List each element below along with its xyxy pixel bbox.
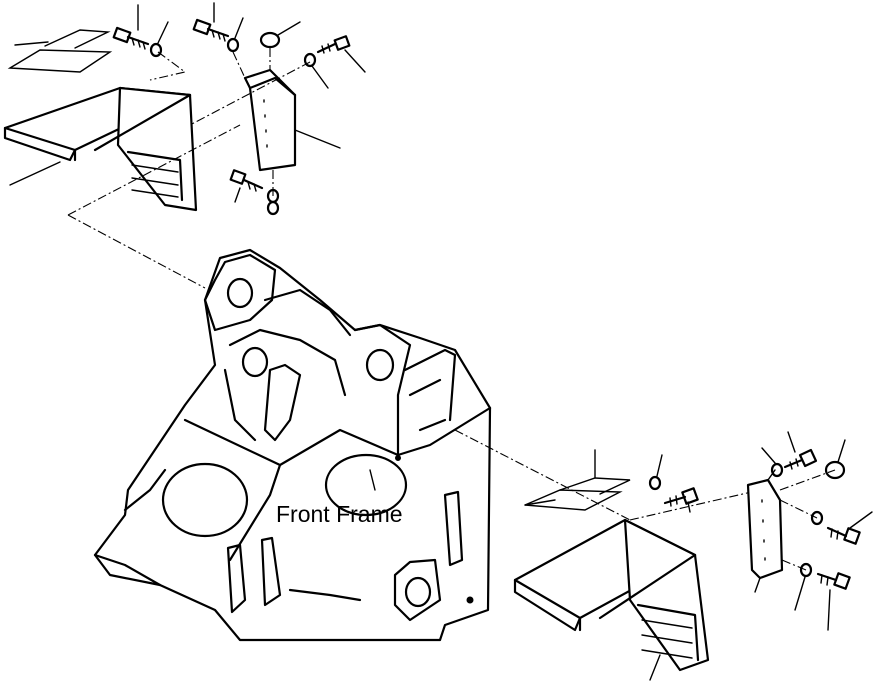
washer-5 [648, 454, 663, 491]
connection-line-9 [629, 489, 761, 521]
right-bracket-plate [746, 469, 836, 593]
connection-line-5 [189, 61, 311, 126]
bolt-8 [816, 572, 851, 631]
bolt-6 [783, 431, 818, 470]
bolt-3 [316, 35, 366, 73]
front-frame-label: Front Frame [276, 501, 403, 527]
washer-1 [149, 21, 169, 58]
washer-8 [794, 562, 813, 611]
connection-line-8 [454, 429, 631, 521]
connection-line-3 [149, 51, 187, 81]
bolt-7 [826, 511, 873, 545]
left-cover-assembly [3, 29, 198, 212]
bolt-5 [663, 487, 699, 513]
bolt-1 [112, 4, 150, 50]
washer-6 [761, 447, 784, 478]
washer-2 [226, 17, 244, 53]
bolt-group-top-left [112, 2, 366, 216]
connection-line-4 [232, 51, 246, 79]
bolt-4 [229, 169, 264, 203]
bolt-2 [192, 2, 230, 42]
front-frame [93, 248, 492, 642]
connection-line-1 [67, 214, 206, 289]
washer-3 [303, 52, 329, 89]
cap-1 [259, 21, 301, 49]
right-cover-assembly [513, 449, 710, 681]
connection-line-2 [67, 124, 241, 216]
